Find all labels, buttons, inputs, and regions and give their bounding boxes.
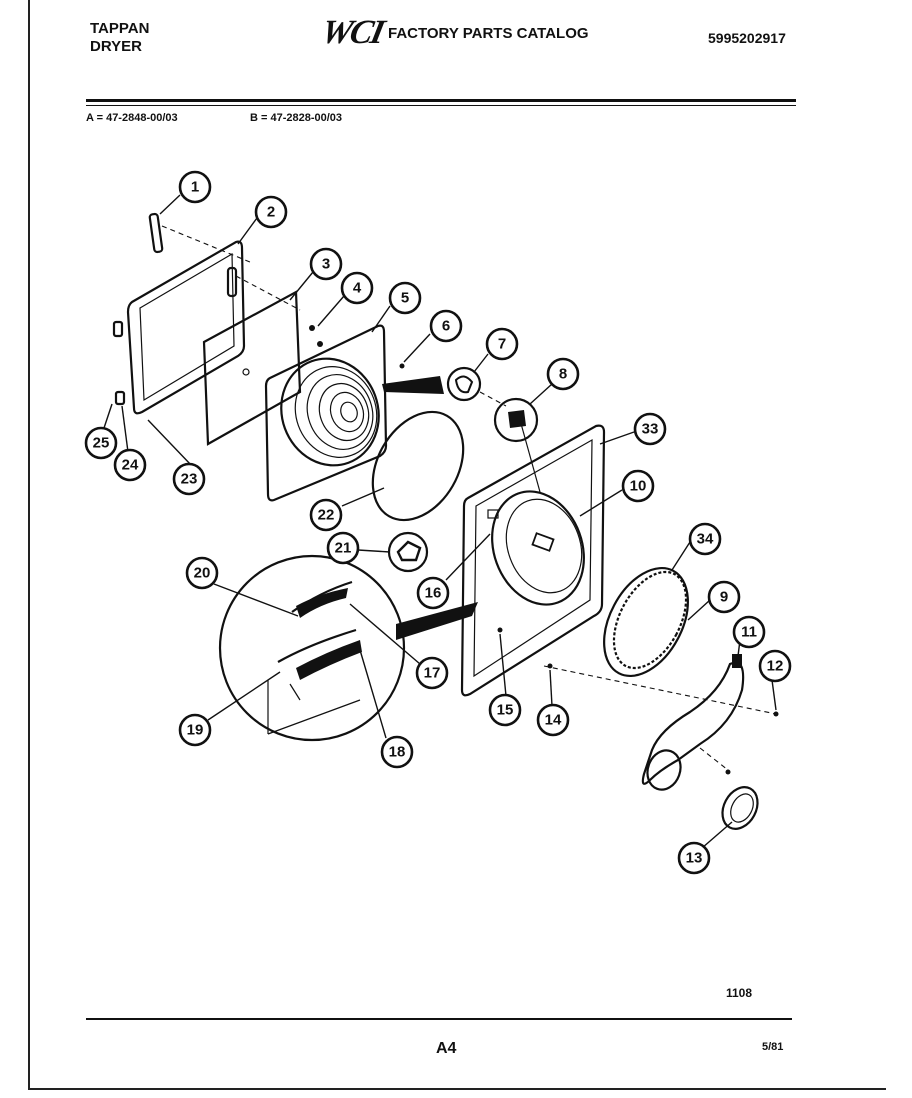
svg-text:24: 24 bbox=[122, 457, 139, 474]
callout-34: 34 bbox=[688, 522, 722, 556]
svg-text:19: 19 bbox=[187, 722, 204, 739]
product-label: DRYER bbox=[90, 38, 142, 55]
svg-text:21: 21 bbox=[335, 540, 352, 557]
part-door-liner bbox=[202, 275, 302, 446]
part-door-catch bbox=[382, 366, 507, 407]
svg-text:5: 5 bbox=[401, 290, 409, 307]
callout-15: 15 bbox=[488, 693, 522, 727]
model-a-label: A = 47-2848-00/03 bbox=[86, 112, 178, 124]
part-felt-seal bbox=[612, 570, 688, 670]
catalog-title: FACTORY PARTS CATALOG bbox=[388, 25, 589, 42]
svg-text:13: 13 bbox=[686, 850, 703, 867]
callout-19: 19 bbox=[178, 713, 212, 747]
callout-12: 12 bbox=[758, 649, 792, 683]
svg-text:3: 3 bbox=[322, 256, 330, 273]
catalog-date: 5/81 bbox=[762, 1041, 784, 1053]
callout-23: 23 bbox=[172, 462, 206, 496]
callout-18: 18 bbox=[380, 735, 414, 769]
svg-text:10: 10 bbox=[630, 478, 647, 495]
svg-text:16: 16 bbox=[425, 585, 442, 602]
callout-4: 4 bbox=[340, 271, 374, 305]
part-screw-14 bbox=[547, 663, 553, 669]
callout-7: 7 bbox=[485, 327, 519, 361]
callout-2: 2 bbox=[254, 195, 288, 229]
callout-22: 22 bbox=[309, 498, 343, 532]
brand-label: TAPPAN bbox=[90, 20, 150, 37]
svg-text:22: 22 bbox=[318, 507, 335, 524]
svg-text:8: 8 bbox=[559, 366, 567, 383]
part-screw-12 bbox=[773, 711, 779, 717]
callout-24: 24 bbox=[113, 448, 147, 482]
svg-text:14: 14 bbox=[545, 712, 562, 729]
footer-rule bbox=[86, 1018, 792, 1020]
part-screw bbox=[309, 325, 323, 347]
page-id: A4 bbox=[436, 1040, 457, 1057]
header-rule-thin bbox=[86, 105, 796, 106]
svg-text:33: 33 bbox=[642, 421, 659, 438]
part-inner-door bbox=[264, 324, 388, 502]
svg-text:1: 1 bbox=[191, 179, 199, 196]
callout-11: 11 bbox=[732, 615, 766, 649]
callout-8: 8 bbox=[546, 357, 580, 391]
callout-13: 13 bbox=[677, 841, 711, 875]
svg-text:15: 15 bbox=[497, 702, 514, 719]
svg-text:2: 2 bbox=[267, 204, 275, 221]
model-b-label: B = 47-2828-00/03 bbox=[250, 112, 343, 124]
svg-text:7: 7 bbox=[498, 336, 506, 353]
part-screw-axis bbox=[543, 665, 777, 715]
callout-3: 3 bbox=[309, 247, 343, 281]
part-door-seal bbox=[371, 410, 465, 522]
part-drum-bearing bbox=[721, 786, 759, 830]
callout-17: 17 bbox=[415, 656, 449, 690]
part-small-screw bbox=[399, 363, 405, 369]
document-number: 5995202917 bbox=[708, 30, 786, 46]
part-bearing-bracket bbox=[641, 654, 745, 791]
part-handle-clip bbox=[148, 212, 251, 263]
callout-21: 21 bbox=[326, 531, 360, 565]
svg-text:11: 11 bbox=[741, 624, 757, 641]
part-door-outer-panel bbox=[112, 240, 246, 415]
callout-10: 10 bbox=[621, 469, 655, 503]
svg-text:12: 12 bbox=[767, 658, 784, 675]
callout-leaders bbox=[103, 194, 777, 849]
svg-text:6: 6 bbox=[442, 318, 450, 335]
svg-text:17: 17 bbox=[424, 665, 441, 682]
header-rule bbox=[86, 99, 796, 102]
callout-16: 16 bbox=[416, 576, 450, 610]
callout-33: 33 bbox=[633, 412, 667, 446]
svg-text:4: 4 bbox=[353, 280, 362, 297]
part-door-bumper bbox=[387, 531, 429, 573]
part-front-panel bbox=[460, 419, 606, 697]
svg-text:9: 9 bbox=[720, 589, 728, 606]
part-catch-strike bbox=[493, 397, 539, 443]
svg-text:20: 20 bbox=[194, 565, 211, 582]
part-bearing-ring bbox=[603, 566, 689, 678]
callout-25: 25 bbox=[84, 426, 118, 460]
svg-text:34: 34 bbox=[697, 531, 714, 548]
svg-text:18: 18 bbox=[389, 744, 406, 761]
callout-5: 5 bbox=[388, 281, 422, 315]
callout-6: 6 bbox=[429, 309, 463, 343]
catalog-sheet bbox=[28, 0, 886, 1090]
callout-14: 14 bbox=[536, 703, 570, 737]
svg-text:25: 25 bbox=[93, 435, 110, 452]
callout-20: 20 bbox=[185, 556, 219, 590]
callout-9: 9 bbox=[707, 580, 741, 614]
svg-text:23: 23 bbox=[181, 471, 198, 488]
detail-magnifier bbox=[218, 554, 478, 742]
diagram-code: 1108 bbox=[726, 986, 753, 1000]
callout-1: 1 bbox=[178, 170, 212, 204]
